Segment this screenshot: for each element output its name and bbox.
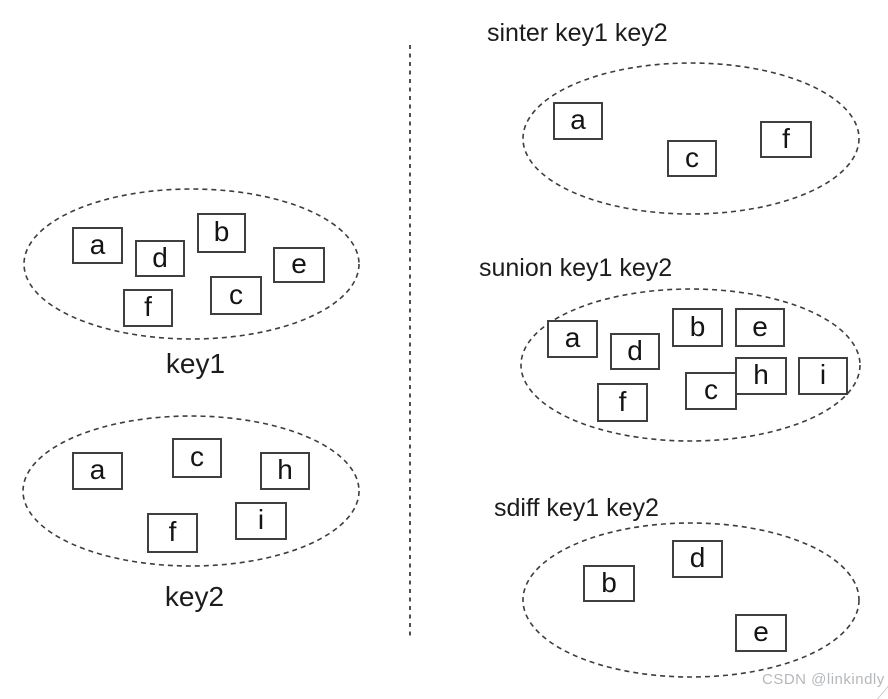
set-item-box: d: [610, 333, 660, 370]
set-ellipse-key1: [23, 188, 360, 340]
set-item-box: b: [197, 213, 246, 253]
set-item-box: f: [760, 121, 812, 158]
set-item-box: e: [735, 308, 785, 347]
set-item-box: i: [235, 502, 287, 540]
set-item-box: d: [672, 540, 723, 578]
set-item-box: e: [735, 614, 787, 652]
set-item-box: c: [685, 372, 737, 410]
set-item-box: c: [667, 140, 717, 177]
set-item-box: e: [273, 247, 325, 283]
set-item-box: a: [72, 452, 123, 490]
set-item-box: a: [72, 227, 123, 264]
set-ellipse-sunion: [520, 288, 861, 442]
sdiff-title: sdiff key1 key2: [494, 494, 659, 522]
set-item-box: c: [210, 276, 262, 315]
key2-label: key2: [164, 581, 225, 612]
set-item-box: i: [798, 357, 848, 395]
divider-dashed-line: [409, 45, 411, 638]
set-item-box: f: [147, 513, 198, 553]
set-item-box: h: [735, 357, 787, 395]
set-ellipse-key2: [22, 415, 360, 567]
set-item-box: f: [597, 383, 648, 422]
set-item-box: c: [172, 438, 222, 478]
sinter-title: sinter key1 key2: [487, 19, 668, 47]
set-item-box: b: [672, 308, 723, 347]
set-ellipse-sinter: [522, 62, 860, 215]
key1-label: key1: [165, 348, 226, 379]
set-item-box: a: [547, 320, 598, 358]
set-item-box: d: [135, 240, 185, 277]
set-item-box: f: [123, 289, 173, 327]
set-item-box: h: [260, 452, 310, 490]
sunion-title: sunion key1 key2: [479, 254, 673, 282]
set-item-box: a: [553, 102, 603, 140]
watermark: CSDN @linkindly: [762, 671, 885, 688]
set-ellipse-sdiff: [522, 522, 860, 678]
set-item-box: b: [583, 565, 635, 602]
